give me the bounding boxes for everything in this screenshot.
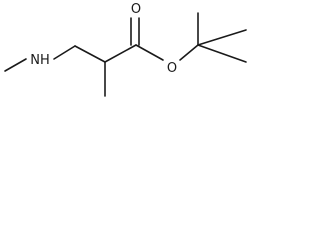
structural-formula: NH O O [4, 2, 247, 97]
bond-cq-methyl-down [197, 44, 247, 63]
atom-nh-label: NH [30, 53, 50, 68]
atom-carbonyl-oxygen-label: O [131, 2, 141, 17]
bond-carbonyl-oester [135, 44, 164, 61]
bond-methyl-n [4, 58, 27, 72]
bonds [4, 12, 247, 97]
bond-cq-methyl-right [197, 29, 247, 46]
bond-n-ch2 [53, 45, 76, 60]
bond-oester-cq [179, 44, 199, 61]
atom-ester-oxygen-label: O [167, 61, 177, 76]
bond-ch-carbonyl [104, 44, 137, 63]
bond-ch2-ch [74, 45, 106, 63]
